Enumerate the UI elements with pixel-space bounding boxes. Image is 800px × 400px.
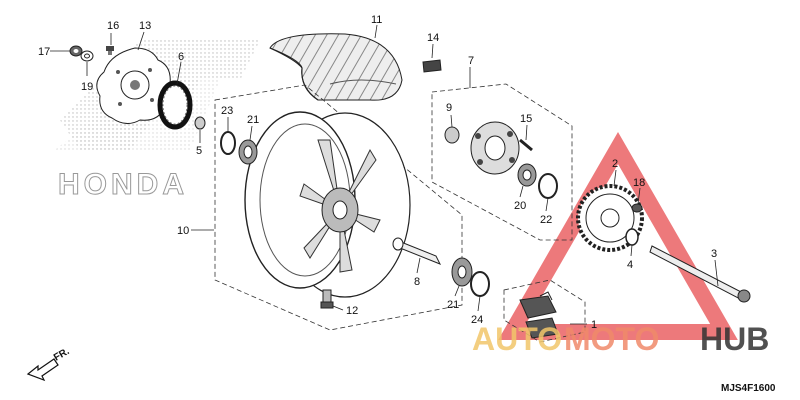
part-label: 10 <box>177 225 189 237</box>
washer-19 <box>80 50 94 62</box>
axle-spacer <box>392 237 442 265</box>
part-label: 19 <box>81 81 93 93</box>
part-label: 5 <box>196 145 202 157</box>
seal-22 <box>538 173 558 199</box>
part-labels: 16 13 17 19 6 5 11 14 7 23 21 10 9 15 20… <box>38 14 717 331</box>
part-label: 16 <box>107 20 119 32</box>
watermark-auto: AUTO <box>472 321 562 357</box>
dust-seal-24 <box>470 271 490 297</box>
pulser-ring <box>157 80 193 130</box>
part-label: 21 <box>247 114 259 126</box>
watermark-moto: MOTO <box>564 321 659 357</box>
part-label: 7 <box>468 55 474 67</box>
front-label: FR. <box>52 346 72 364</box>
part-label: 11 <box>371 14 382 26</box>
dust-seal-23 <box>220 131 236 155</box>
part-label: 2 <box>612 158 618 170</box>
leader-lines <box>50 24 719 325</box>
part-label: 23 <box>221 105 233 117</box>
part-label: 24 <box>471 314 483 326</box>
part-label: 3 <box>711 248 717 260</box>
disc-bolt <box>106 46 114 55</box>
part-label: 15 <box>520 113 532 125</box>
hub-assembly-box <box>431 83 573 241</box>
honda-logo-text: HONDA <box>58 168 188 201</box>
part-label: 22 <box>540 214 552 226</box>
watermark-hub: HUB <box>700 321 769 357</box>
part-label: 6 <box>178 51 184 63</box>
final-driven-flange <box>470 121 520 175</box>
part-label: 9 <box>446 102 452 114</box>
front-direction-indicator: FR. <box>26 346 72 382</box>
nut-17 <box>69 45 83 57</box>
collar-9 <box>444 126 460 144</box>
washer-4 <box>625 228 639 246</box>
part-label: 18 <box>633 177 645 189</box>
part-label: 12 <box>346 305 358 317</box>
tire-valve <box>320 289 334 309</box>
front-arrow-icon <box>26 358 59 382</box>
bearing-20 <box>517 163 537 187</box>
sprocket-nut <box>631 203 643 213</box>
balance-weight <box>422 59 442 73</box>
collar-5 <box>194 116 206 130</box>
part-label: 8 <box>414 276 420 288</box>
part-label: 4 <box>627 259 633 271</box>
watermark-text: AUTO MOTO HUB <box>472 321 769 357</box>
brake-disc <box>96 47 173 124</box>
bearing-21-right <box>451 257 473 287</box>
part-label: 1 <box>591 319 597 331</box>
diagram-code: MJS4F1600 <box>721 383 776 394</box>
wheel-damper <box>519 291 559 339</box>
part-label: 21 <box>447 299 459 311</box>
part-label: 14 <box>427 32 439 44</box>
wheel-assembly-box <box>214 84 463 331</box>
tire <box>269 33 403 101</box>
part-label: 17 <box>38 46 50 58</box>
bearing-21-left <box>238 139 258 165</box>
wheel <box>244 111 411 298</box>
part-label: 20 <box>514 200 526 212</box>
part-label: 13 <box>139 20 151 32</box>
rear-axle <box>649 245 751 303</box>
stud-bolt <box>519 138 533 152</box>
